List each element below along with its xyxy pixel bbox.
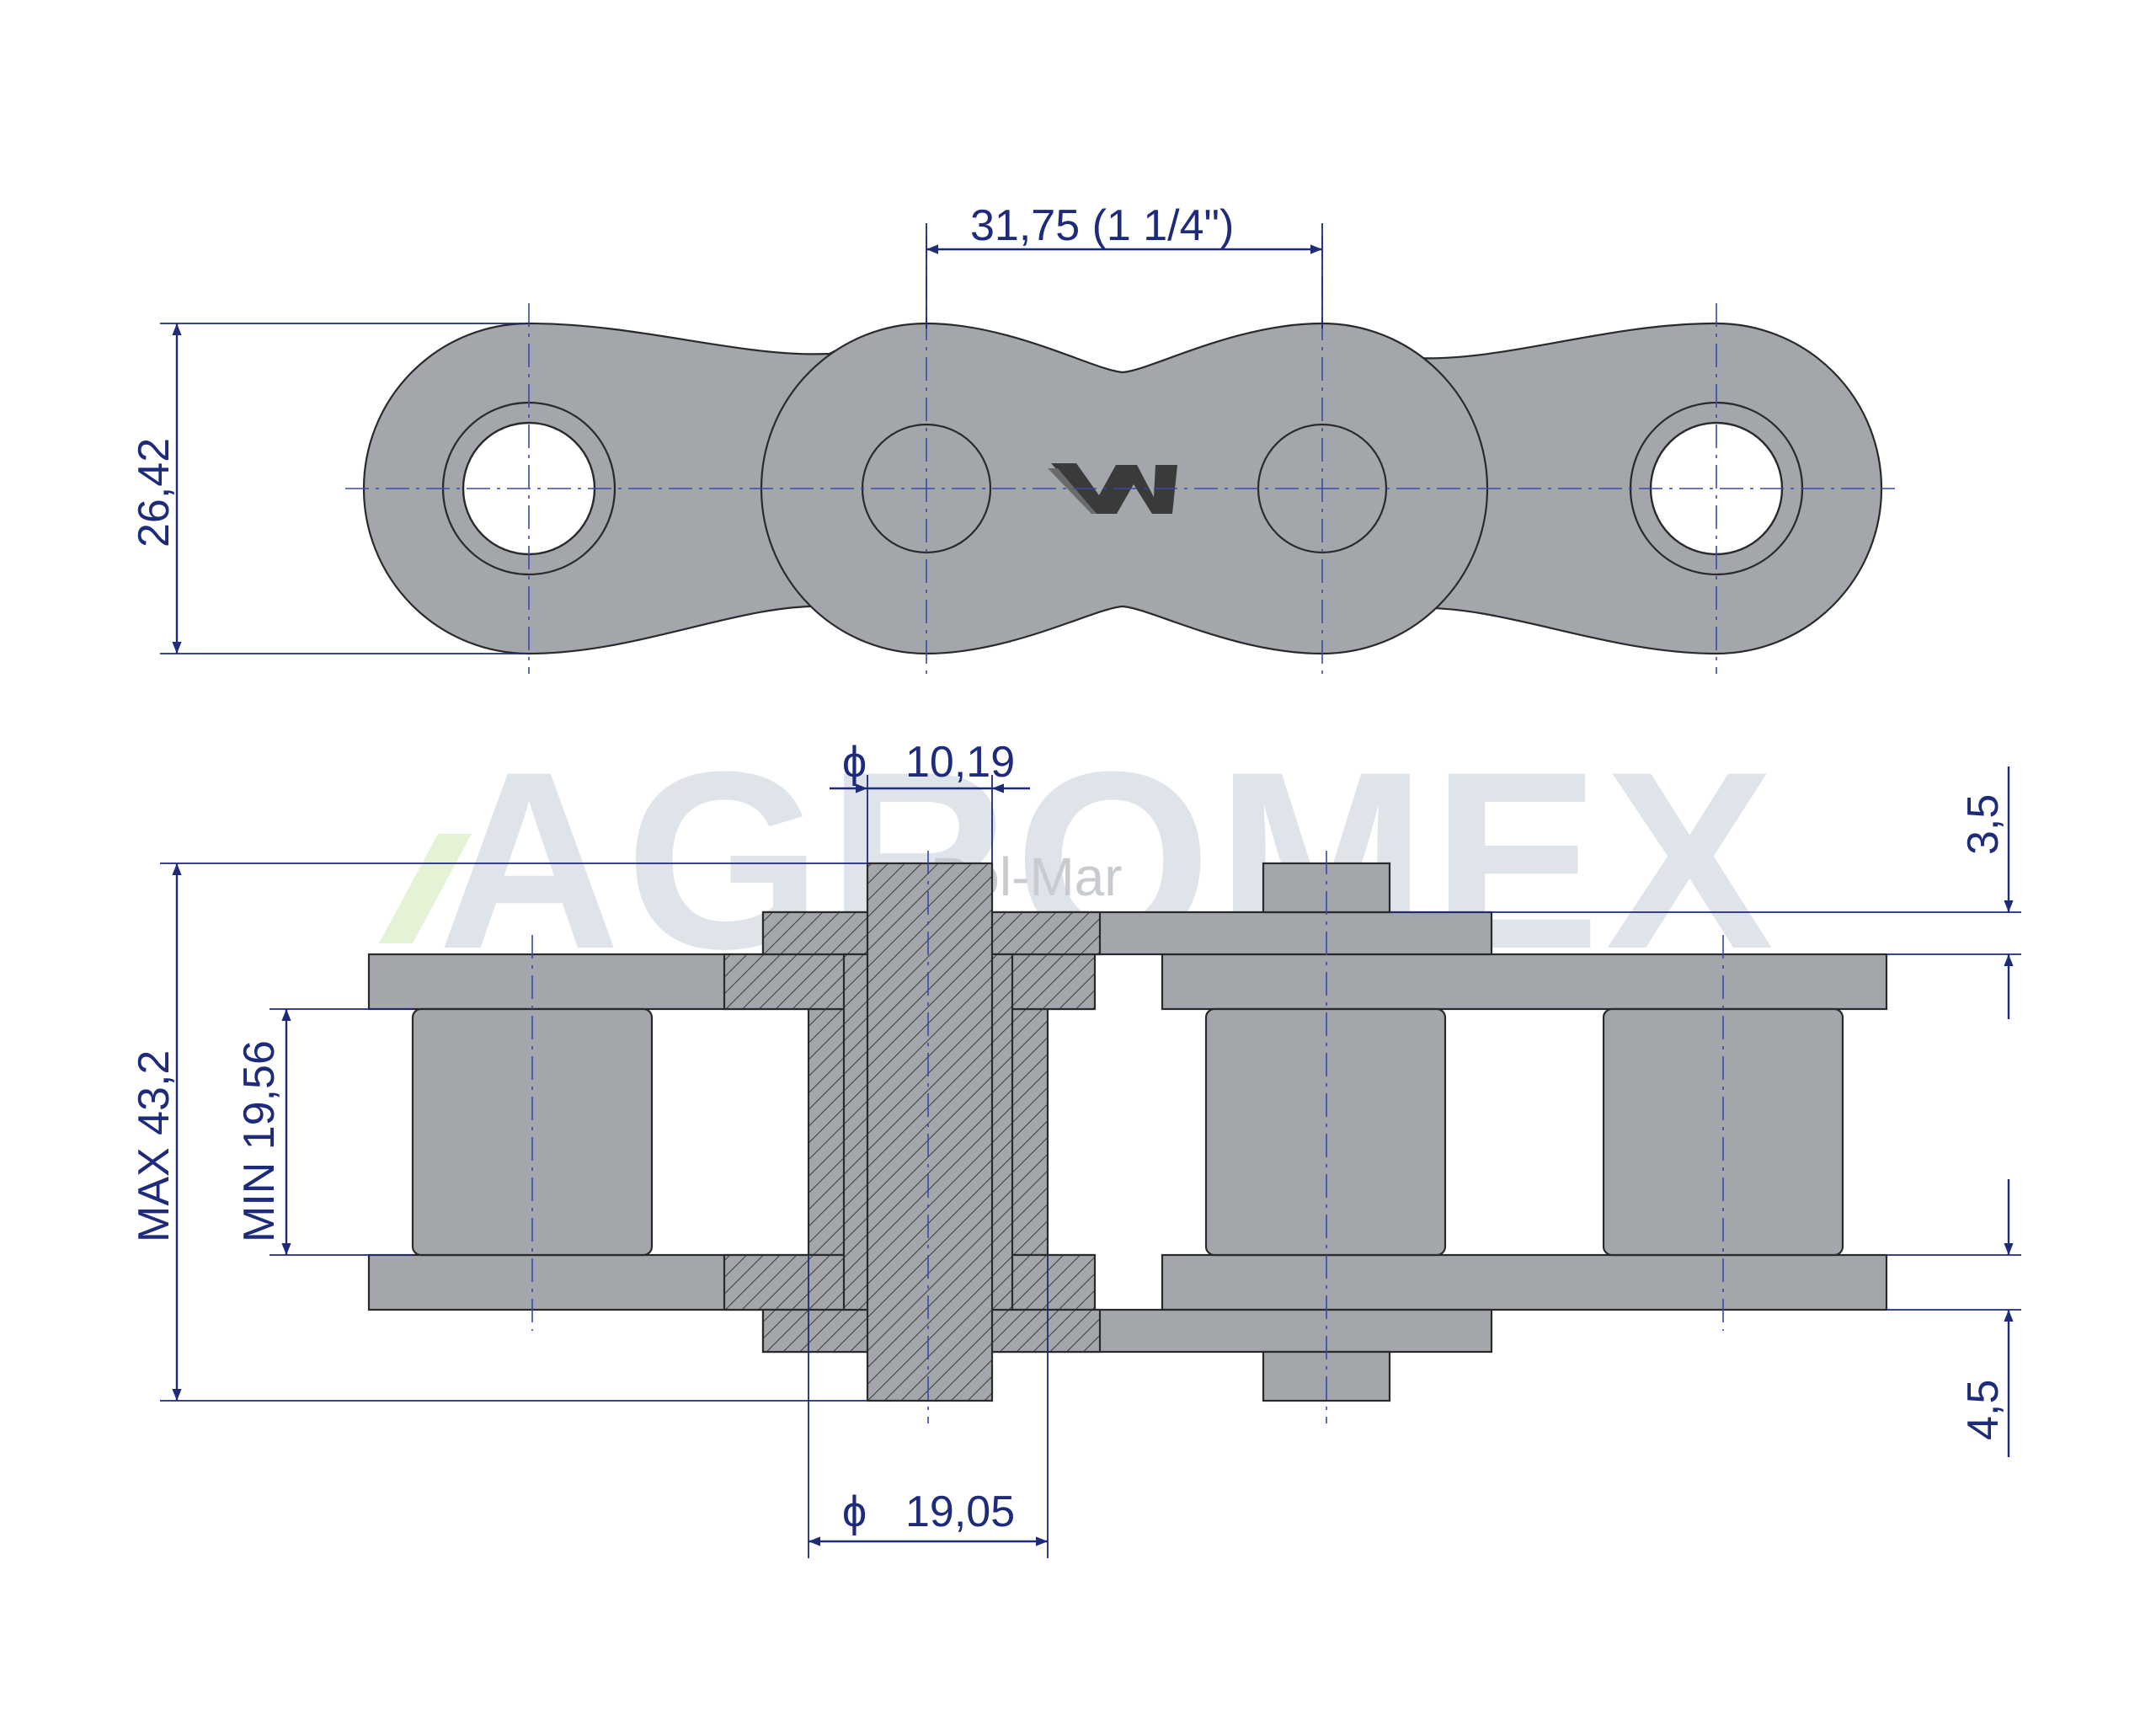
diameter-symbol-2: ϕ	[842, 1487, 867, 1536]
pin-diameter-dimension: ϕ 10,19	[830, 738, 1030, 863]
protrusion-bottom-label: 4,5	[1959, 1380, 2008, 1440]
outer-plate-bottom-right	[1161, 1253, 1888, 1311]
roller-diameter-dimension: ϕ 19,05	[808, 1255, 1049, 1558]
side-view	[367, 851, 1888, 1423]
pitch-dimension: 31,75 (1 1/4")	[926, 201, 1323, 328]
plate-height-label: 26,42	[130, 438, 179, 547]
protrusion-top-dimension: 3,5	[1390, 766, 2021, 1019]
max-width-dimension: MAX 43,2	[130, 862, 867, 1402]
max-width-label: MAX 43,2	[130, 1050, 179, 1242]
outer-plate-top-right	[1161, 953, 1888, 1011]
pin-diameter-label: 10,19	[905, 738, 1015, 787]
protrusion-bottom-dimension: 4,5	[1886, 1179, 2021, 1457]
diameter-symbol: ϕ	[842, 738, 867, 787]
plate-height-dimension: 26,42	[130, 323, 529, 654]
section-pin	[866, 862, 994, 1402]
top-view	[345, 236, 1895, 674]
watermark-swoosh-icon	[379, 834, 472, 943]
protrusion-top-label: 3,5	[1959, 794, 2008, 855]
pitch-label: 31,75 (1 1/4")	[970, 201, 1234, 250]
min-inner-width-label: MIN 19,56	[235, 1040, 284, 1242]
roller-3	[1204, 1007, 1447, 1257]
roller-diameter-label: 19,05	[905, 1487, 1015, 1536]
min-inner-width-dimension: MIN 19,56	[235, 1008, 413, 1256]
